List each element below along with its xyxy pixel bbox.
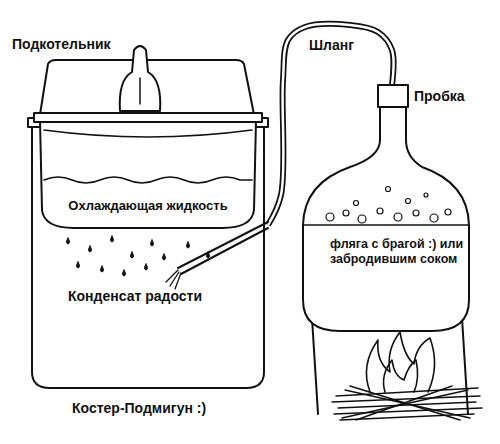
inner-tube xyxy=(181,228,268,274)
bubble xyxy=(354,201,359,206)
stand-leg xyxy=(312,318,318,414)
bubble xyxy=(377,208,383,214)
condensate-drop xyxy=(123,270,126,276)
bubble xyxy=(326,213,334,221)
edge-label: Шланг xyxy=(307,37,356,53)
bubble xyxy=(413,210,419,216)
condensate-drop xyxy=(101,266,104,272)
condensate-drop xyxy=(89,246,92,252)
cooler-knob xyxy=(120,46,161,111)
flask-body xyxy=(303,105,469,331)
condensate-drop xyxy=(145,264,148,270)
knob-highlight xyxy=(139,78,141,104)
part-label: Пробка xyxy=(414,88,465,104)
cooler-body xyxy=(40,120,256,228)
condensate-drop xyxy=(111,236,114,242)
condensate-drop xyxy=(67,238,70,244)
condensate-drop xyxy=(187,242,190,248)
vapor-spray xyxy=(166,270,181,289)
condensate-drop xyxy=(207,252,210,258)
pot-vessel: Конденсат радости Охлаждающая жидкость xyxy=(28,110,268,390)
coolant-surface xyxy=(44,177,252,183)
bubble xyxy=(394,213,402,221)
condensate-drop xyxy=(77,262,80,268)
bubble xyxy=(358,215,366,223)
node-text: Охлаждающая жидкость xyxy=(44,198,252,214)
vessel-outline xyxy=(300,85,472,335)
bubble xyxy=(424,193,428,197)
stand-leg xyxy=(462,318,468,414)
bubble xyxy=(406,199,411,204)
bubble xyxy=(343,210,349,216)
cooler-bowl: Охлаждающая жидкость xyxy=(34,110,262,232)
part-label: Костер-Подмигун :) xyxy=(72,400,206,416)
vessel-outline xyxy=(34,110,262,232)
node-text: Конденсат радости xyxy=(68,288,238,305)
cooler-inner-rim xyxy=(44,130,252,137)
condensate-drop xyxy=(151,240,154,246)
cooler-flange xyxy=(34,113,262,122)
node-text: фляга с брагой :) или забродившим соком xyxy=(330,237,466,267)
mash-surface xyxy=(304,224,468,226)
flask-vessel: фляга с брагой :) или забродившим соком xyxy=(300,85,472,335)
flask-stopper xyxy=(378,85,408,107)
condensate-drop xyxy=(163,254,166,260)
bubble xyxy=(445,209,451,215)
condensate-drop xyxy=(131,252,134,258)
part-label: Подкотельник xyxy=(12,36,111,52)
bubble xyxy=(430,214,438,222)
fire-flames xyxy=(366,332,434,392)
fire-sticks xyxy=(332,386,482,420)
bubble xyxy=(386,187,391,192)
